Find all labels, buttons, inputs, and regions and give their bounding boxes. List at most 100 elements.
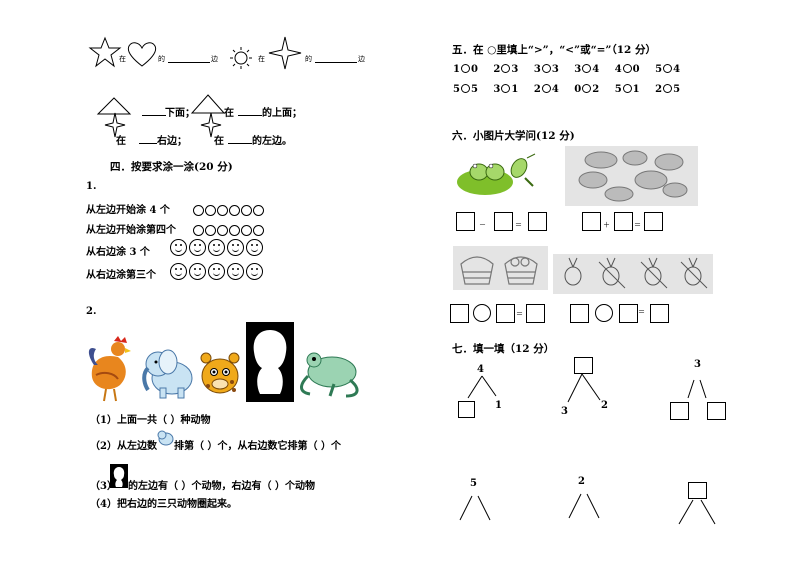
answer-box[interactable] bbox=[494, 212, 513, 231]
compare-circle[interactable] bbox=[622, 84, 632, 93]
answer-box[interactable] bbox=[570, 304, 589, 323]
compare-right-number: 4 bbox=[551, 84, 559, 95]
lion-silhouette-small-icon bbox=[110, 464, 128, 488]
compare-circle[interactable] bbox=[541, 84, 551, 93]
tree-top-number: 3 bbox=[694, 359, 701, 370]
row1-blank2[interactable] bbox=[315, 62, 357, 63]
section4-title: 四．按要求涂一涂(20 分) bbox=[110, 161, 233, 173]
compare-circle[interactable] bbox=[582, 64, 592, 73]
circle[interactable] bbox=[205, 205, 216, 216]
compare-circle[interactable] bbox=[460, 84, 470, 93]
compare-circle[interactable] bbox=[622, 64, 632, 73]
answer-box[interactable] bbox=[619, 304, 638, 323]
compare-circle[interactable] bbox=[582, 84, 592, 93]
compare-circle[interactable] bbox=[663, 64, 673, 73]
row3-blank2[interactable] bbox=[228, 143, 252, 144]
sun-icon bbox=[230, 47, 252, 69]
radishes-picture[interactable] bbox=[553, 254, 713, 294]
row2-in: 在 bbox=[224, 108, 234, 119]
q2-number: 2. bbox=[86, 306, 97, 317]
compare-left-number: 5 bbox=[453, 84, 460, 95]
row2-above: 的上面； bbox=[262, 108, 302, 119]
giraffe-picture[interactable] bbox=[196, 346, 246, 402]
answer-box[interactable] bbox=[496, 304, 515, 323]
answer-box[interactable] bbox=[450, 304, 469, 323]
frog-picture[interactable] bbox=[294, 342, 364, 400]
answer-box[interactable] bbox=[688, 482, 707, 499]
answer-circle[interactable] bbox=[595, 304, 613, 322]
circle[interactable] bbox=[253, 225, 264, 236]
number-bond-lines bbox=[568, 493, 600, 519]
smiley-face-icon[interactable] bbox=[227, 263, 244, 280]
compare-circle[interactable] bbox=[541, 64, 551, 73]
compare-circle[interactable] bbox=[501, 64, 511, 73]
answer-box[interactable] bbox=[456, 212, 475, 231]
answer-box[interactable] bbox=[458, 401, 475, 418]
fish-picture[interactable] bbox=[565, 146, 698, 206]
smiley-face-icon[interactable] bbox=[189, 263, 206, 280]
instruction-1: 从左边开始涂 4 个 bbox=[86, 205, 170, 216]
smiley-face-icon[interactable] bbox=[208, 239, 225, 256]
circle-row-1 bbox=[193, 201, 265, 220]
circle[interactable] bbox=[229, 205, 240, 216]
answer-box[interactable] bbox=[574, 357, 593, 374]
smiley-face-icon[interactable] bbox=[246, 239, 263, 256]
section5-title: 五．在 ○里填上“>”，“<”或“=”（12 分） bbox=[452, 44, 656, 56]
frogs-picture[interactable] bbox=[455, 150, 545, 198]
answer-circle[interactable] bbox=[473, 304, 491, 322]
smiley-face-icon[interactable] bbox=[189, 239, 206, 256]
number-bond-lines bbox=[567, 373, 601, 403]
compare-circle[interactable] bbox=[460, 64, 470, 73]
number-bond-lines bbox=[459, 495, 491, 521]
answer-box[interactable] bbox=[644, 212, 663, 231]
compare-circle[interactable] bbox=[501, 84, 511, 93]
smiley-face-icon[interactable] bbox=[227, 239, 244, 256]
circle[interactable] bbox=[241, 205, 252, 216]
row2-blank2[interactable] bbox=[238, 115, 262, 116]
instruction-4: 从右边涂第三个 bbox=[86, 270, 156, 281]
smiley-face-icon[interactable] bbox=[208, 263, 225, 280]
tree-top-number: 2 bbox=[578, 476, 585, 487]
answer-box[interactable] bbox=[650, 304, 669, 323]
circle[interactable] bbox=[193, 205, 204, 216]
question-2-2a: （2）从左边数 bbox=[90, 441, 157, 452]
circle-row-2 bbox=[193, 221, 265, 240]
answer-box[interactable] bbox=[526, 304, 545, 323]
equals-sign: ＝ bbox=[515, 221, 522, 229]
number-bond-lines bbox=[678, 499, 716, 525]
smiley-face-icon[interactable] bbox=[246, 263, 263, 280]
answer-box[interactable] bbox=[528, 212, 547, 231]
answer-box[interactable] bbox=[707, 402, 726, 420]
compare-left-number: 5 bbox=[614, 84, 622, 95]
section6-title: 六．小图片大学问(12 分) bbox=[452, 130, 575, 142]
smiley-face-icon[interactable] bbox=[170, 239, 187, 256]
lion-silhouette-picture[interactable] bbox=[246, 322, 294, 402]
row3-blank1[interactable] bbox=[139, 143, 157, 144]
circle[interactable] bbox=[205, 225, 216, 236]
circle[interactable] bbox=[241, 225, 252, 236]
row1-in1: 在 bbox=[119, 55, 126, 63]
circle[interactable] bbox=[217, 225, 228, 236]
face-row-2 bbox=[170, 263, 265, 284]
answer-box[interactable] bbox=[670, 402, 689, 420]
circle[interactable] bbox=[229, 225, 240, 236]
elephant-small-icon bbox=[157, 430, 174, 446]
baskets-picture[interactable] bbox=[453, 246, 548, 290]
row2-blank1[interactable] bbox=[142, 115, 166, 116]
row3-right: 右边； bbox=[157, 136, 187, 147]
question-2-3a: （3） bbox=[90, 481, 117, 492]
smiley-face-icon[interactable] bbox=[170, 263, 187, 280]
compare-right-number: 2 bbox=[592, 84, 600, 95]
circle[interactable] bbox=[253, 205, 264, 216]
rooster-picture[interactable] bbox=[84, 335, 134, 403]
circle[interactable] bbox=[193, 225, 204, 236]
circle[interactable] bbox=[217, 205, 228, 216]
row1-side1: 边 bbox=[211, 55, 218, 63]
instruction-2: 从左边开始涂第四个 bbox=[86, 225, 176, 236]
answer-box[interactable] bbox=[582, 212, 601, 231]
compare-circle[interactable] bbox=[663, 84, 673, 93]
plus-sign: ＋ bbox=[603, 221, 610, 229]
answer-box[interactable] bbox=[614, 212, 633, 231]
row1-blank1[interactable] bbox=[168, 62, 210, 63]
elephant-picture[interactable] bbox=[138, 344, 196, 400]
